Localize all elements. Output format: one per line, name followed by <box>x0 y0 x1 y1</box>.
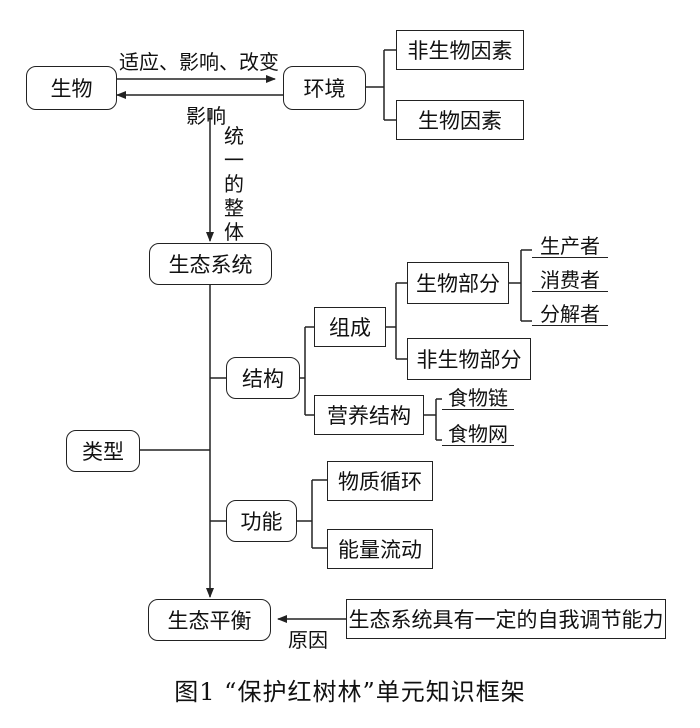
node-food-chain: 食物链 <box>442 382 514 410</box>
node-abiotic-factors: 非生物因素 <box>396 30 524 70</box>
label-adapt-influence-change: 适应、影响、改变 <box>119 50 279 74</box>
node-ecological-balance: 生态平衡 <box>148 599 271 641</box>
node-food-web: 食物网 <box>442 418 514 446</box>
node-self-regulation: 生态系统具有一定的自我调节能力 <box>346 599 666 639</box>
node-composition: 组成 <box>314 307 386 347</box>
node-energy-flow: 能量流动 <box>327 529 433 569</box>
label-unified-whole: 统一的整体 <box>224 124 244 244</box>
node-producer: 生产者 <box>532 230 608 258</box>
label-reason: 原因 <box>288 628 328 652</box>
node-decomposer: 分解者 <box>532 298 608 326</box>
node-abiotic-part: 非生物部分 <box>407 338 531 380</box>
node-organism: 生物 <box>26 66 117 110</box>
node-biotic-factors: 生物因素 <box>396 100 524 140</box>
node-ecosystem: 生态系统 <box>149 243 272 285</box>
node-trophic-structure: 营养结构 <box>314 395 424 435</box>
node-structure: 结构 <box>226 357 300 399</box>
label-influence: 影响 <box>186 104 226 128</box>
node-types: 类型 <box>66 430 140 472</box>
node-consumer: 消费者 <box>532 264 608 292</box>
node-function: 功能 <box>226 500 297 542</box>
node-environment: 环境 <box>283 66 366 110</box>
figure-caption: 图1 “保护红树林”单元知识框架 <box>174 678 526 706</box>
node-biotic-part: 生物部分 <box>407 262 509 304</box>
node-material-cycle: 物质循环 <box>327 461 433 501</box>
